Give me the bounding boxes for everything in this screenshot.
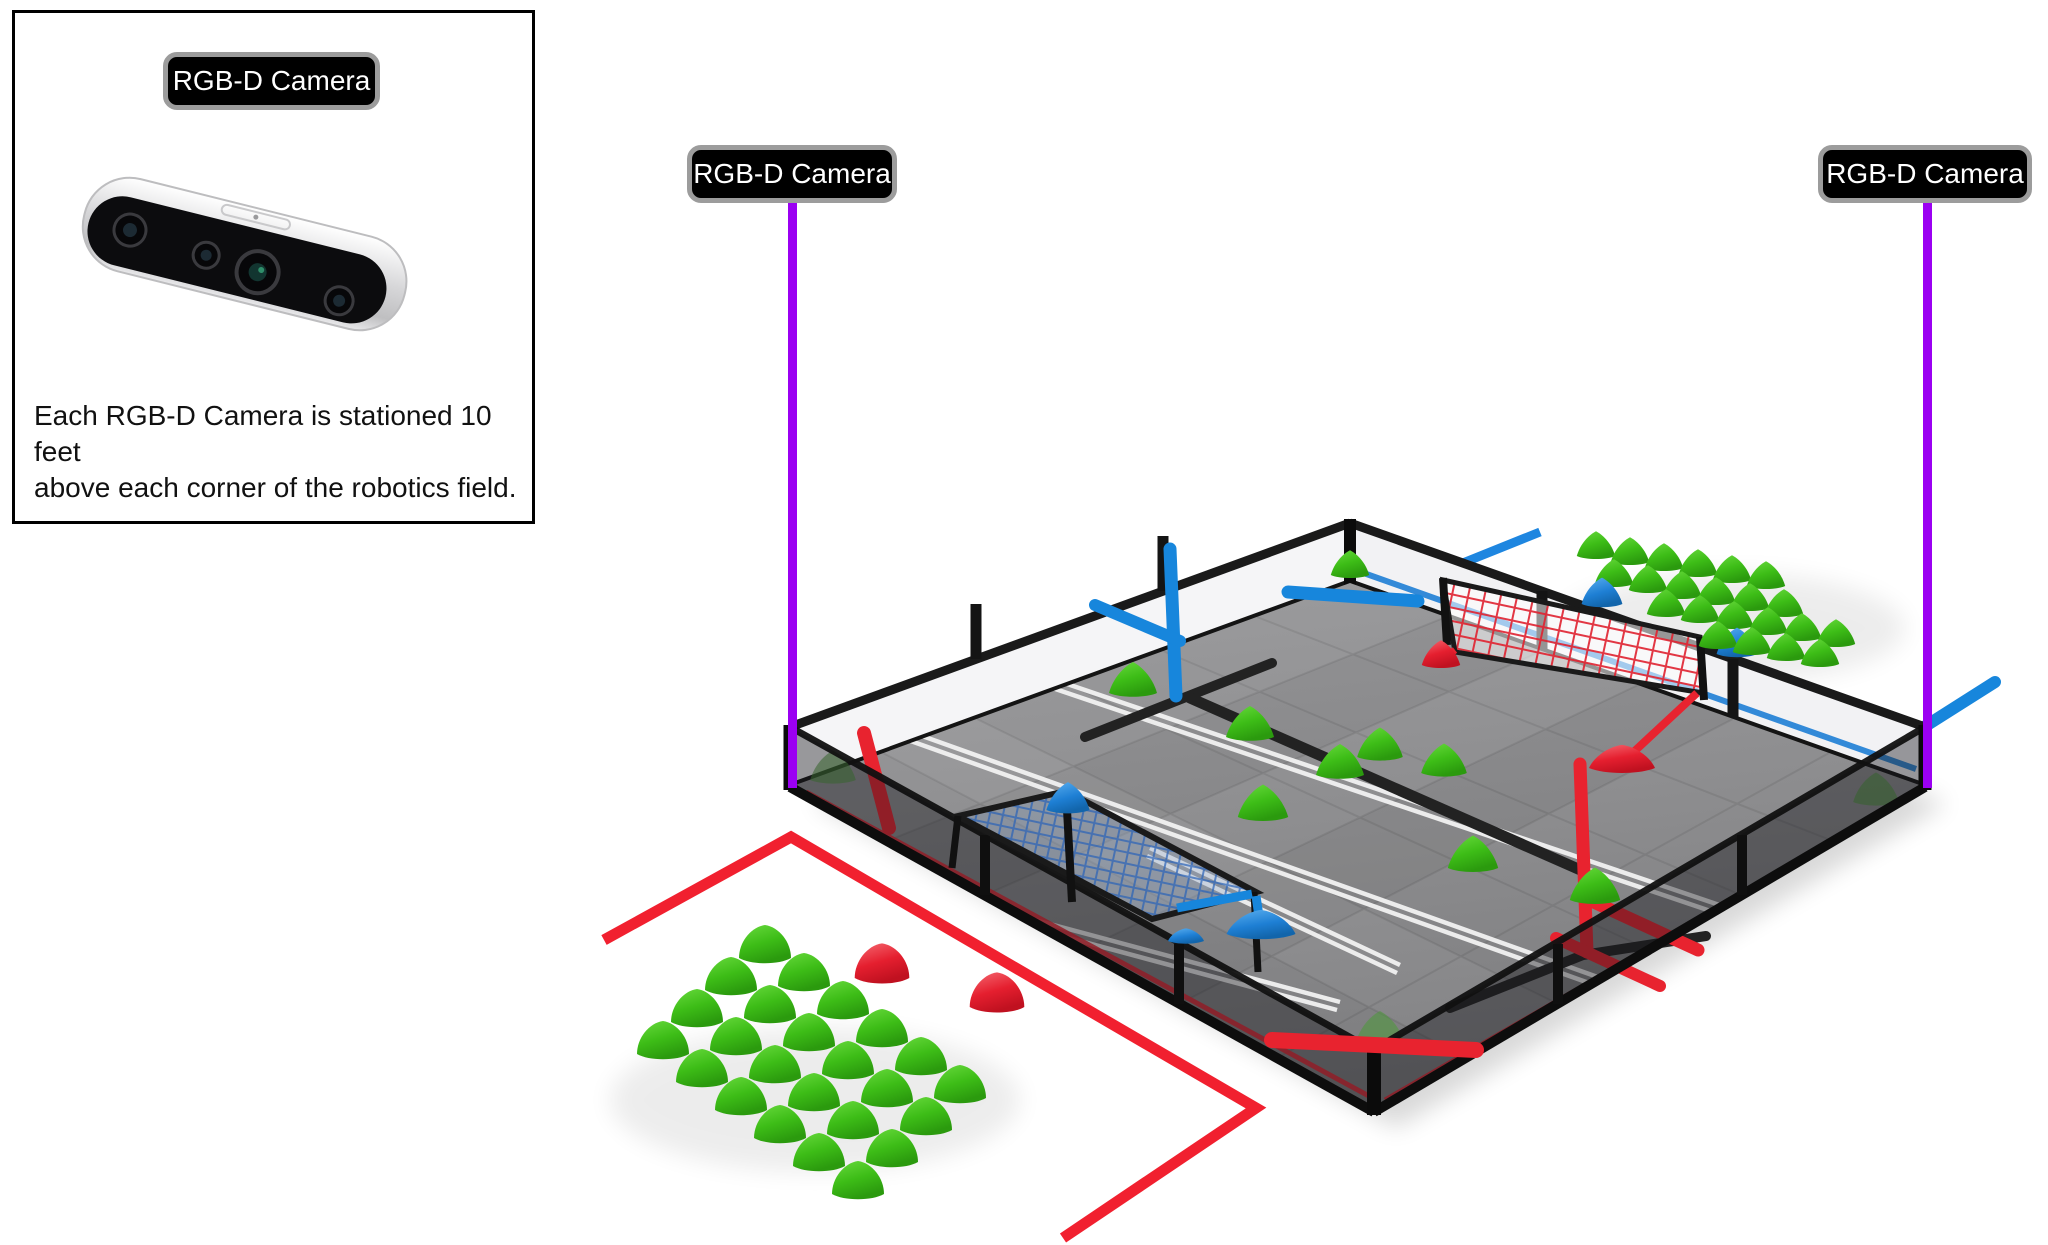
- red-ball: [854, 943, 910, 984]
- green-cone: [1746, 561, 1786, 589]
- front-walls: [783, 723, 1932, 1117]
- green-ball: [710, 1017, 762, 1056]
- blue-cone: [1046, 782, 1090, 814]
- green-ball: [856, 1009, 908, 1048]
- green-cone: [1714, 601, 1754, 629]
- green-ball: [827, 1101, 879, 1140]
- dim-cone: [1853, 772, 1899, 806]
- green-cone: [1696, 577, 1736, 605]
- left-camera-label-text: RGB-D Camera: [693, 158, 891, 189]
- inset-caption: Each RGB-D Camera is stationed 10 feet a…: [34, 398, 520, 505]
- red-leaning-pipe: [857, 726, 896, 835]
- green-ball: [749, 1045, 801, 1084]
- green-ball: [705, 957, 757, 996]
- right-camera-label: RGB-D Camera: [1818, 145, 2032, 203]
- green-cone: [1447, 835, 1499, 872]
- inset-caption-line2: above each corner of the robotics field.: [34, 471, 517, 503]
- blue-net-goal: [948, 787, 1266, 973]
- green-ball: [715, 1077, 767, 1116]
- green-cone: [1330, 550, 1370, 578]
- green-ball: [778, 953, 830, 992]
- green-cone: [1712, 555, 1752, 583]
- green-ball: [832, 1161, 884, 1200]
- red-corner-pipe: [1264, 1032, 1484, 1058]
- green-cone: [1109, 662, 1157, 697]
- green-cone: [1576, 531, 1616, 559]
- inset-camera-label-text: RGB-D Camera: [172, 65, 371, 96]
- green-ball: [895, 1037, 947, 1076]
- camera-lenses: [112, 212, 355, 317]
- inset-caption-line1: Each RGB-D Camera is stationed 10 feet: [34, 400, 492, 467]
- left-camera-pole: [788, 200, 797, 788]
- green-cone: [1698, 621, 1738, 649]
- green-ball: [900, 1097, 952, 1136]
- green-ball: [744, 985, 796, 1024]
- green-ball: [676, 1049, 728, 1088]
- green-cone: [1421, 743, 1467, 777]
- green-cone: [1680, 595, 1720, 623]
- red-ball: [969, 972, 1025, 1013]
- blue-post-structure: [1089, 542, 1425, 703]
- red-post-structure: [1550, 757, 1705, 992]
- green-ball: [783, 1013, 835, 1052]
- right-camera-pole: [1923, 200, 1932, 788]
- red-net-goal: [1438, 576, 1708, 763]
- green-cone: [1816, 619, 1856, 647]
- outside-cones-and-balls: [637, 531, 1856, 1200]
- green-cone: [1782, 613, 1822, 641]
- green-ball: [739, 925, 791, 964]
- inset-camera-label: RGB-D Camera: [163, 52, 380, 110]
- green-ball: [788, 1073, 840, 1112]
- blue-cone: [1581, 577, 1623, 608]
- green-cone: [1569, 867, 1621, 904]
- blue-foot: [1168, 928, 1204, 944]
- green-ball: [754, 1105, 806, 1144]
- red-cone: [1421, 640, 1461, 668]
- green-ball: [793, 1133, 845, 1172]
- green-cone: [1644, 543, 1684, 571]
- green-cone: [1732, 627, 1772, 655]
- green-cone: [1357, 727, 1403, 761]
- green-cone: [1226, 706, 1274, 741]
- green-ball: [817, 981, 869, 1020]
- green-cone: [1316, 744, 1364, 779]
- rgbd-camera-image: [81, 176, 408, 332]
- green-cone: [1610, 537, 1650, 565]
- green-cone: [1237, 784, 1289, 821]
- right-camera-label-text: RGB-D Camera: [1826, 158, 2024, 189]
- green-cone: [1662, 571, 1702, 599]
- field-cones: [1046, 550, 1655, 944]
- green-ball: [861, 1069, 913, 1108]
- green-ball: [637, 1021, 689, 1060]
- green-ball: [934, 1065, 986, 1104]
- green-ball: [866, 1129, 918, 1168]
- green-cone: [1766, 633, 1806, 661]
- green-cone: [1764, 589, 1804, 617]
- green-cone: [1748, 607, 1788, 635]
- green-cone: [1628, 565, 1668, 593]
- green-cone: [1678, 549, 1718, 577]
- green-cone: [1646, 589, 1686, 617]
- green-cone: [1800, 639, 1840, 667]
- blue-foot: [1226, 909, 1296, 940]
- red-zone-line: [601, 830, 1267, 1243]
- green-cone: [1730, 583, 1770, 611]
- left-camera-label: RGB-D Camera: [687, 145, 897, 203]
- green-ball: [671, 989, 723, 1028]
- dim-cone: [810, 750, 856, 784]
- red-foot: [1589, 744, 1655, 773]
- green-ball: [822, 1041, 874, 1080]
